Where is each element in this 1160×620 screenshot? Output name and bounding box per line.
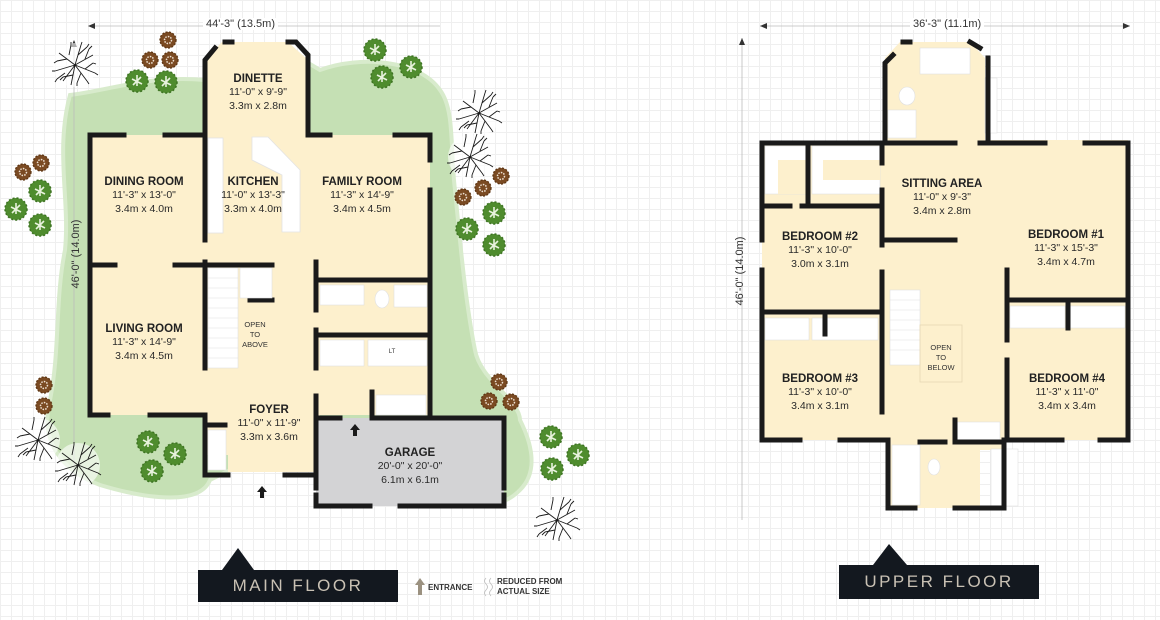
room-name: BEDROOM #3: [781, 373, 859, 385]
legend-entrance: ENTRANCE: [428, 583, 473, 592]
room-garage: GARAGE 20'-0" x 20'-0" 6.1m x 6.1m: [378, 446, 443, 487]
main-width-dimension: 44'-3" (13.5m): [203, 18, 278, 30]
room-imperial: 11'-3" x 14'-9": [112, 336, 176, 349]
upper-width-dimension: 36'-3" (11.1m): [910, 18, 985, 30]
room-imperial: 11'-3" x 10'-0": [788, 244, 852, 257]
room-metric: 3.3m x 4.0m: [224, 202, 282, 215]
room-metric: 3.3m x 2.8m: [229, 99, 287, 112]
legend-reduced-line2: ACTUAL SIZE: [497, 587, 550, 596]
room-bedroom-2: BEDROOM #2 11'-3" x 10'-0" 3.0m x 3.1m: [782, 230, 858, 271]
room-imperial: 20'-0" x 20'-0": [377, 460, 443, 473]
main-floor-banner: MAIN FLOOR: [198, 570, 398, 602]
laundry-tub-label: LT: [388, 349, 396, 355]
room-metric: 3.4m x 2.8m: [913, 204, 971, 217]
legend-reduced-line1: REDUCED FROM: [497, 577, 563, 586]
room-metric: 3.0m x 3.1m: [791, 257, 849, 270]
room-name: DINETTE: [233, 73, 283, 85]
room-imperial: 11'-3" x 14'-9": [330, 189, 394, 202]
room-name: BEDROOM #4: [1028, 373, 1106, 385]
room-bedroom-4: BEDROOM #4 11'-3" x 11'-0" 3.4m x 3.4m: [1029, 372, 1105, 413]
room-metric: 3.4m x 3.4m: [1038, 399, 1096, 412]
room-name: BEDROOM #1: [1027, 229, 1105, 241]
main-depth-dimension: 46'-0" (14.0m): [70, 219, 82, 289]
upper-floor-banner: UPPER FLOOR: [839, 565, 1039, 599]
room-metric: 3.4m x 3.1m: [791, 399, 849, 412]
room-name: KITCHEN: [227, 176, 279, 188]
room-imperial: 11'-0" x 13'-3": [221, 189, 285, 202]
upper-depth-dimension: 46'-0" (14.0m): [734, 236, 746, 306]
room-bedroom-3: BEDROOM #3 11'-3" x 10'-0" 3.4m x 3.1m: [782, 372, 858, 413]
room-name: DINING ROOM: [104, 176, 184, 188]
room-metric: 3.4m x 4.0m: [115, 202, 173, 215]
room-metric: 3.4m x 4.5m: [333, 202, 391, 215]
open-to-above-note: OPEN TO ABOVE: [242, 320, 268, 349]
room-imperial: 11'-3" x 10'-0": [788, 386, 852, 399]
room-imperial: 11'-3" x 11'-0": [1035, 386, 1099, 399]
room-living-room: LIVING ROOM 11'-3" x 14'-9" 3.4m x 4.5m: [105, 322, 182, 363]
room-sitting-area: SITTING AREA 11'-0" x 9'-3" 3.4m x 2.8m: [902, 177, 983, 218]
room-name: SITTING AREA: [901, 178, 983, 190]
room-imperial: 11'-0" x 9'-3": [913, 191, 971, 204]
room-name: BEDROOM #2: [781, 231, 859, 243]
open-to-below-note: OPEN TO BELOW: [927, 343, 955, 372]
room-foyer: FOYER 11'-0" x 11'-9" 3.3m x 3.6m: [237, 403, 300, 444]
break-line-icon: [484, 578, 494, 596]
entrance-arrow-icon: [414, 578, 426, 596]
room-imperial: 11'-3" x 13'-0": [112, 189, 176, 202]
room-family-room: FAMILY ROOM 11'-3" x 14'-9" 3.4m x 4.5m: [322, 175, 402, 216]
room-name: FOYER: [249, 404, 289, 416]
room-kitchen: KITCHEN 11'-0" x 13'-3" 3.3m x 4.0m: [221, 175, 285, 216]
room-imperial: 11'-0" x 11'-9": [237, 417, 301, 430]
room-name: GARAGE: [384, 447, 436, 459]
room-dinette: DINETTE 11'-0" x 9'-9" 3.3m x 2.8m: [229, 72, 287, 113]
room-metric: 3.3m x 3.6m: [240, 430, 298, 443]
legend-reduced: REDUCED FROM ACTUAL SIZE: [497, 577, 562, 597]
room-bedroom-1: BEDROOM #1 11'-3" x 15'-3" 3.4m x 4.7m: [1028, 228, 1104, 269]
room-name: LIVING ROOM: [105, 323, 183, 335]
room-metric: 3.4m x 4.7m: [1037, 255, 1095, 268]
room-name: FAMILY ROOM: [322, 176, 402, 188]
room-metric: 6.1m x 6.1m: [381, 473, 439, 486]
room-imperial: 11'-0" x 9'-9": [229, 86, 287, 99]
room-dining-room: DINING ROOM 11'-3" x 13'-0" 3.4m x 4.0m: [104, 175, 183, 216]
room-metric: 3.4m x 4.5m: [115, 349, 173, 362]
room-imperial: 11'-3" x 15'-3": [1034, 242, 1098, 255]
